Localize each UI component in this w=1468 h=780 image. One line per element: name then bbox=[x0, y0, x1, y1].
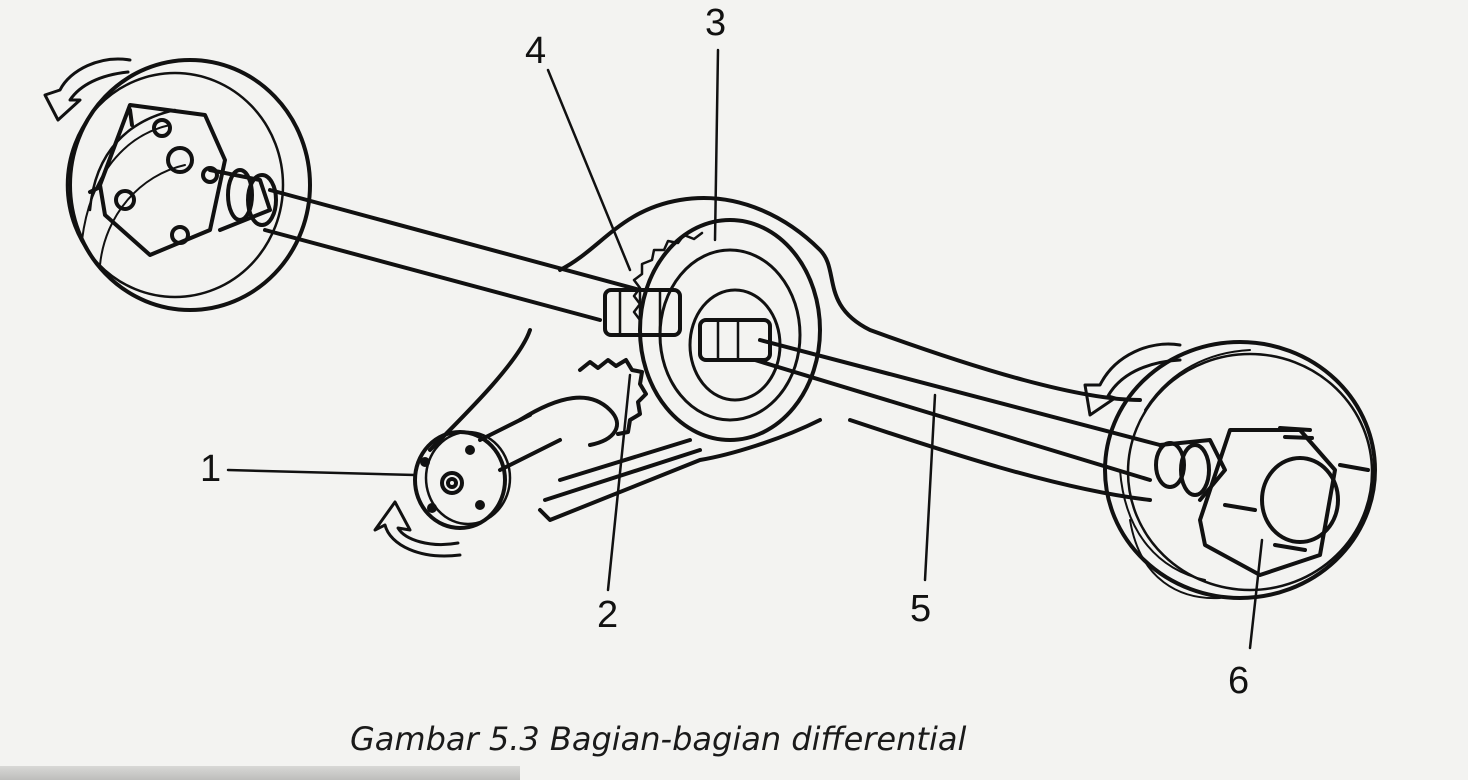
side-gears bbox=[603, 288, 772, 362]
axle-housing bbox=[428, 196, 1152, 522]
ring-gear bbox=[632, 218, 822, 442]
drive-pinion bbox=[478, 358, 648, 472]
flange-rotation-arrow bbox=[373, 500, 462, 558]
axle-shaft bbox=[263, 188, 1162, 482]
left-hub-flange bbox=[88, 103, 227, 257]
callout-5: 5 bbox=[910, 588, 932, 630]
right-hub-flange bbox=[1198, 426, 1370, 577]
leader-lines bbox=[226, 48, 1264, 650]
right-wheel-drum bbox=[1103, 340, 1377, 600]
companion-flange bbox=[413, 430, 512, 530]
figure-caption: Gambar 5.3 Bagian-bagian differential bbox=[350, 720, 967, 758]
callout-4: 4 bbox=[525, 30, 547, 72]
left-rotation-arrow bbox=[43, 57, 132, 122]
page-edge-shadow bbox=[0, 766, 520, 780]
callout-6: 6 bbox=[1228, 660, 1250, 702]
callout-2: 2 bbox=[597, 594, 619, 636]
callout-1: 1 bbox=[200, 448, 222, 490]
callout-3: 3 bbox=[705, 2, 727, 44]
left-axle-collar bbox=[208, 168, 278, 232]
right-rotation-arrow bbox=[1083, 342, 1182, 417]
